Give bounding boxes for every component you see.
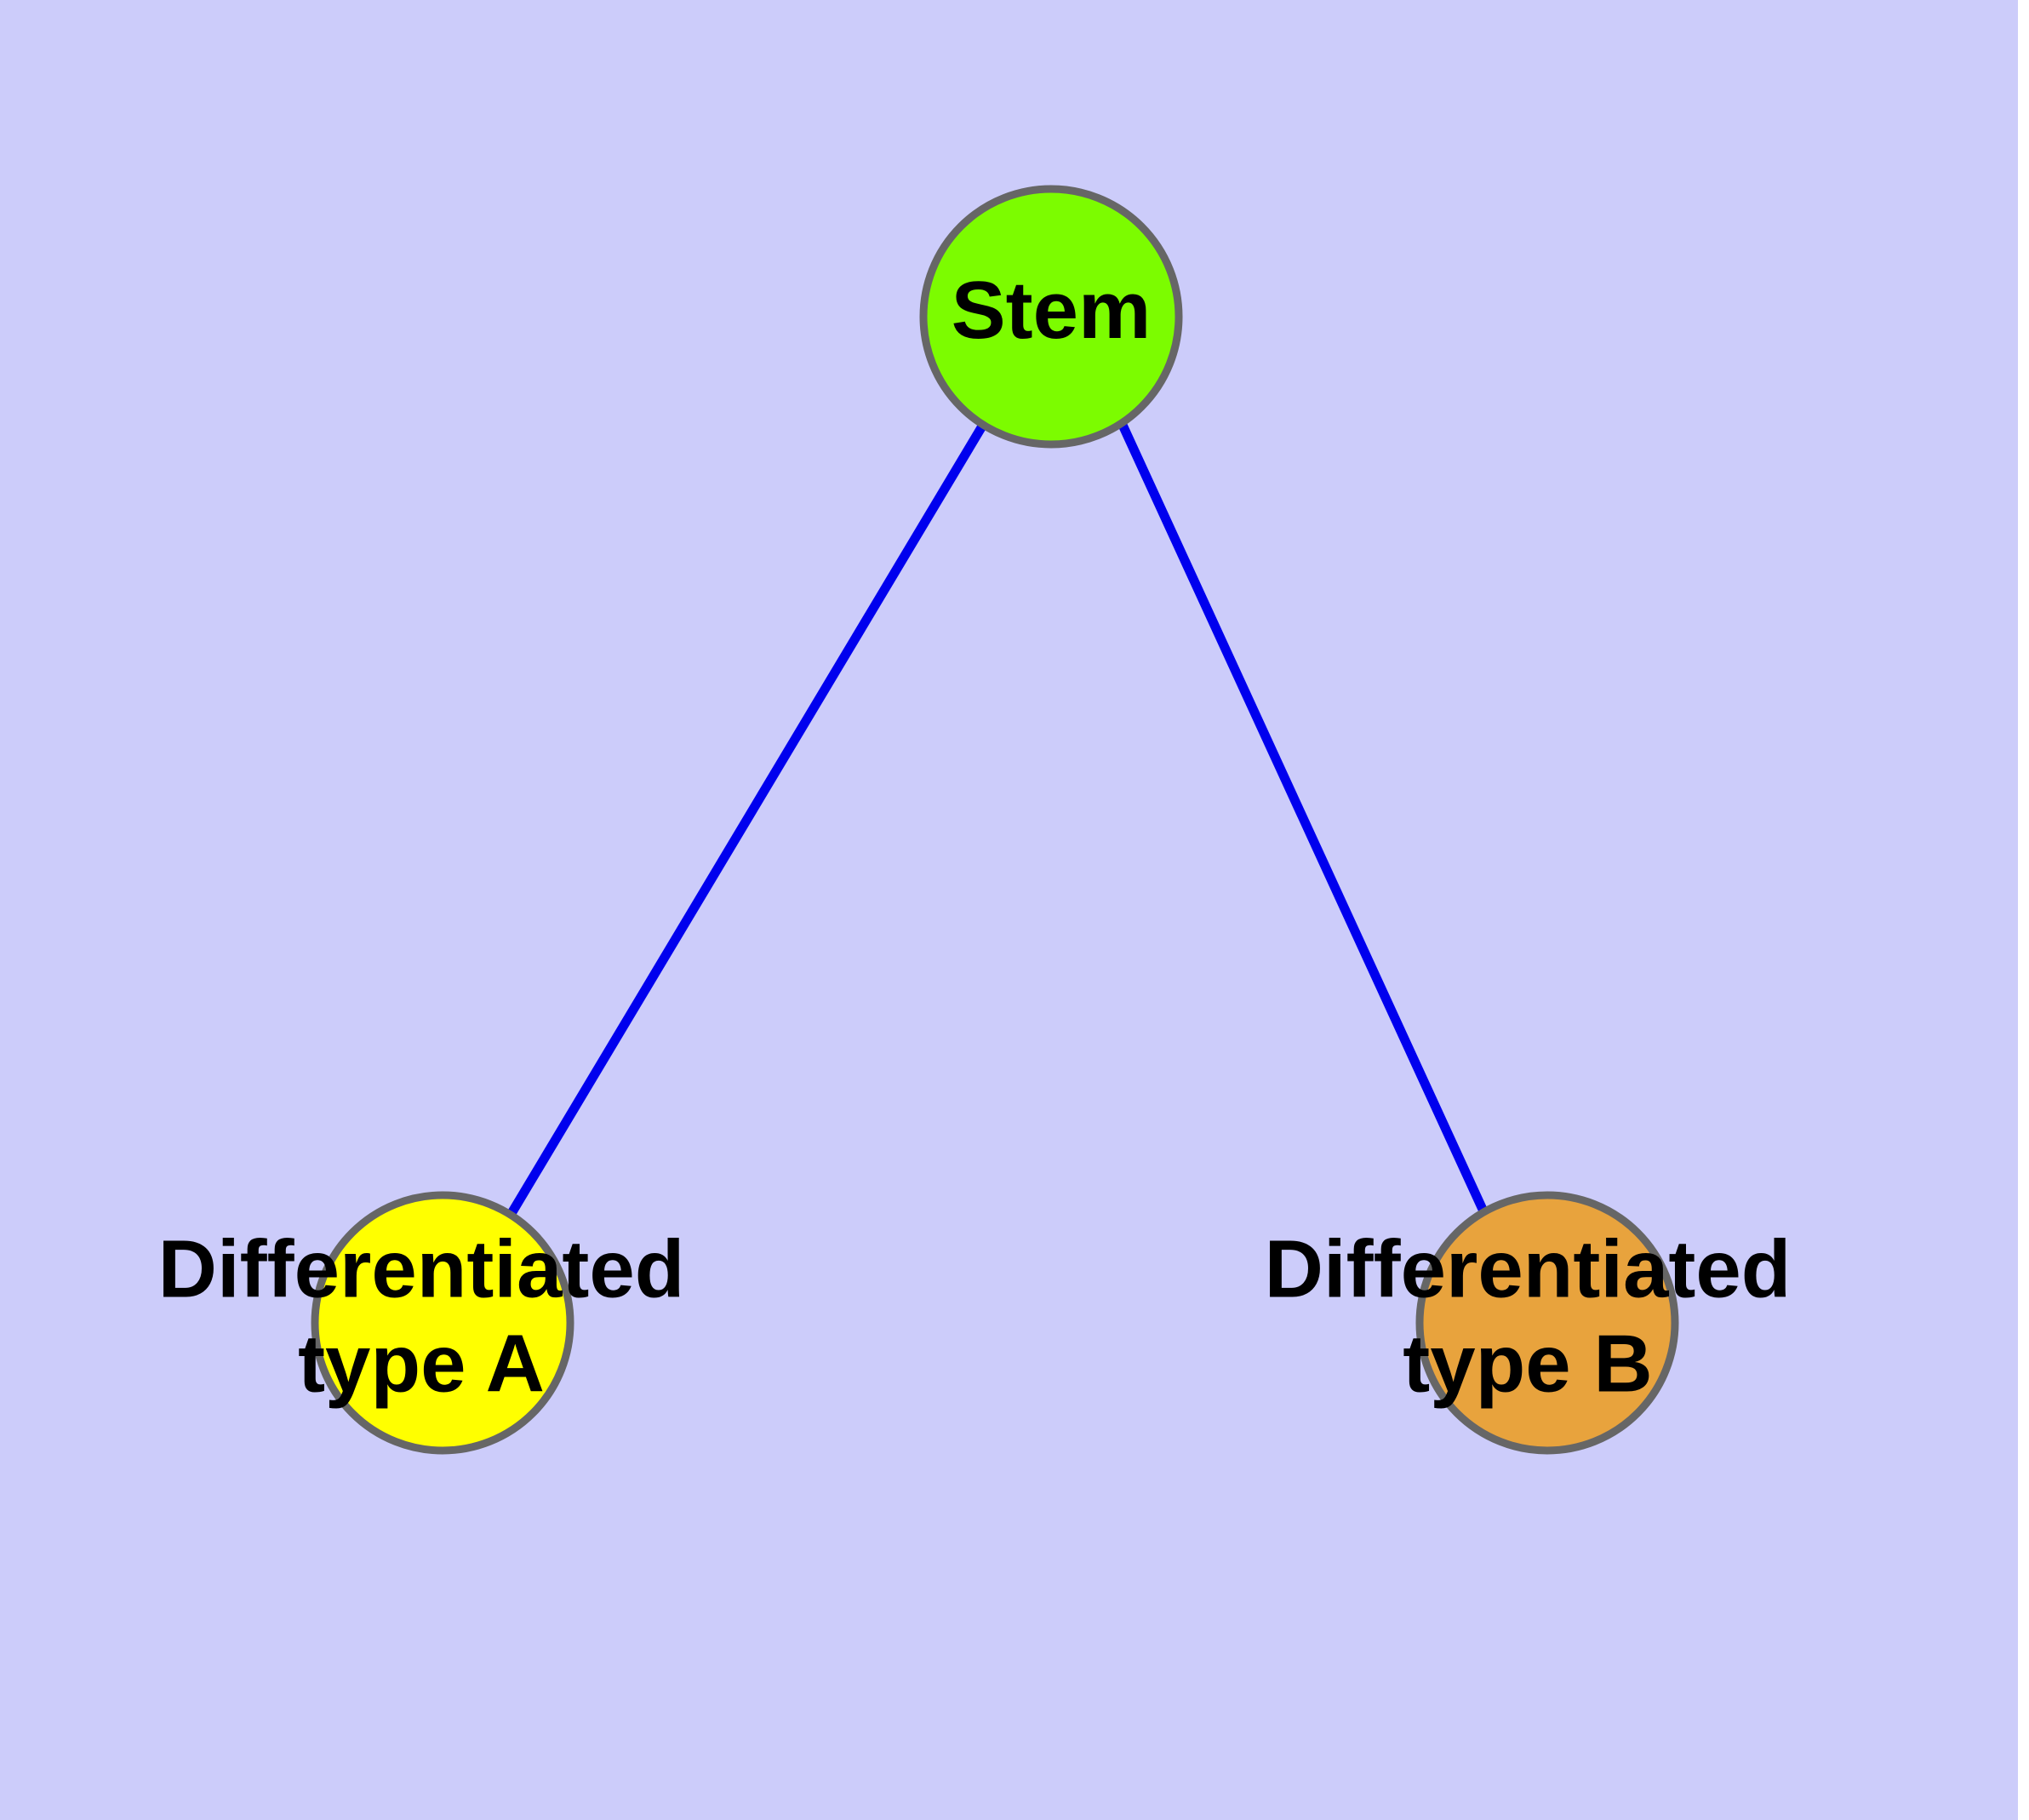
- node-label-line: Differentiated: [158, 1224, 685, 1315]
- graph-node-stem[interactable]: Stem: [919, 185, 1183, 449]
- node-label-line: Differentiated: [1265, 1224, 1792, 1315]
- node-circle-diff-a[interactable]: [311, 1191, 574, 1455]
- node-circle-diff-b[interactable]: [1415, 1191, 1679, 1455]
- node-label-stem: Stem: [952, 265, 1152, 356]
- graph-edge[interactable]: [1117, 421, 1489, 1216]
- node-circle-stem[interactable]: [919, 185, 1183, 449]
- node-label-line: type A: [298, 1319, 545, 1410]
- graph-edge[interactable]: [506, 422, 987, 1217]
- node-label-line: Stem: [952, 265, 1152, 356]
- edges-group: [506, 421, 1489, 1217]
- node-label-line: type B: [1403, 1319, 1652, 1410]
